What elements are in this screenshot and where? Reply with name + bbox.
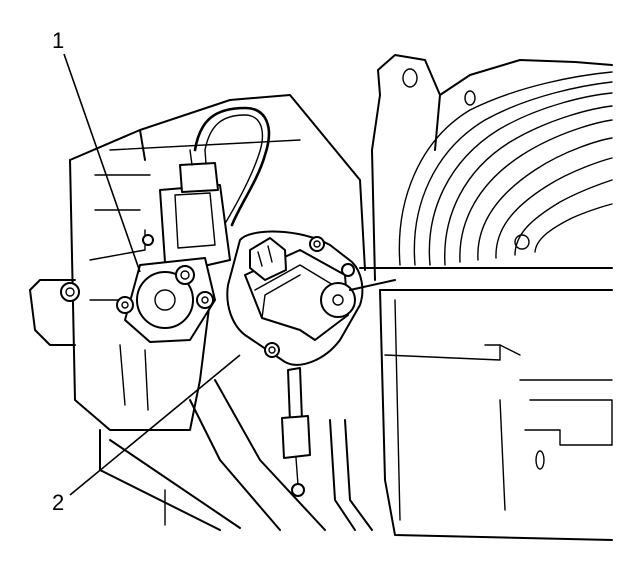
callout-2: 2: [52, 354, 241, 515]
blend-door-actuator: [116, 149, 231, 343]
mode-door-actuator: [226, 230, 396, 497]
callout-1-label: 1: [52, 28, 64, 53]
callout-2-leader: [69, 354, 241, 496]
wire-harness: [193, 106, 271, 227]
callout-1-leader: [63, 53, 141, 273]
hvac-duct-housing: [359, 54, 613, 541]
callout-1: 1: [52, 28, 141, 273]
callout-2-label: 2: [52, 490, 64, 515]
